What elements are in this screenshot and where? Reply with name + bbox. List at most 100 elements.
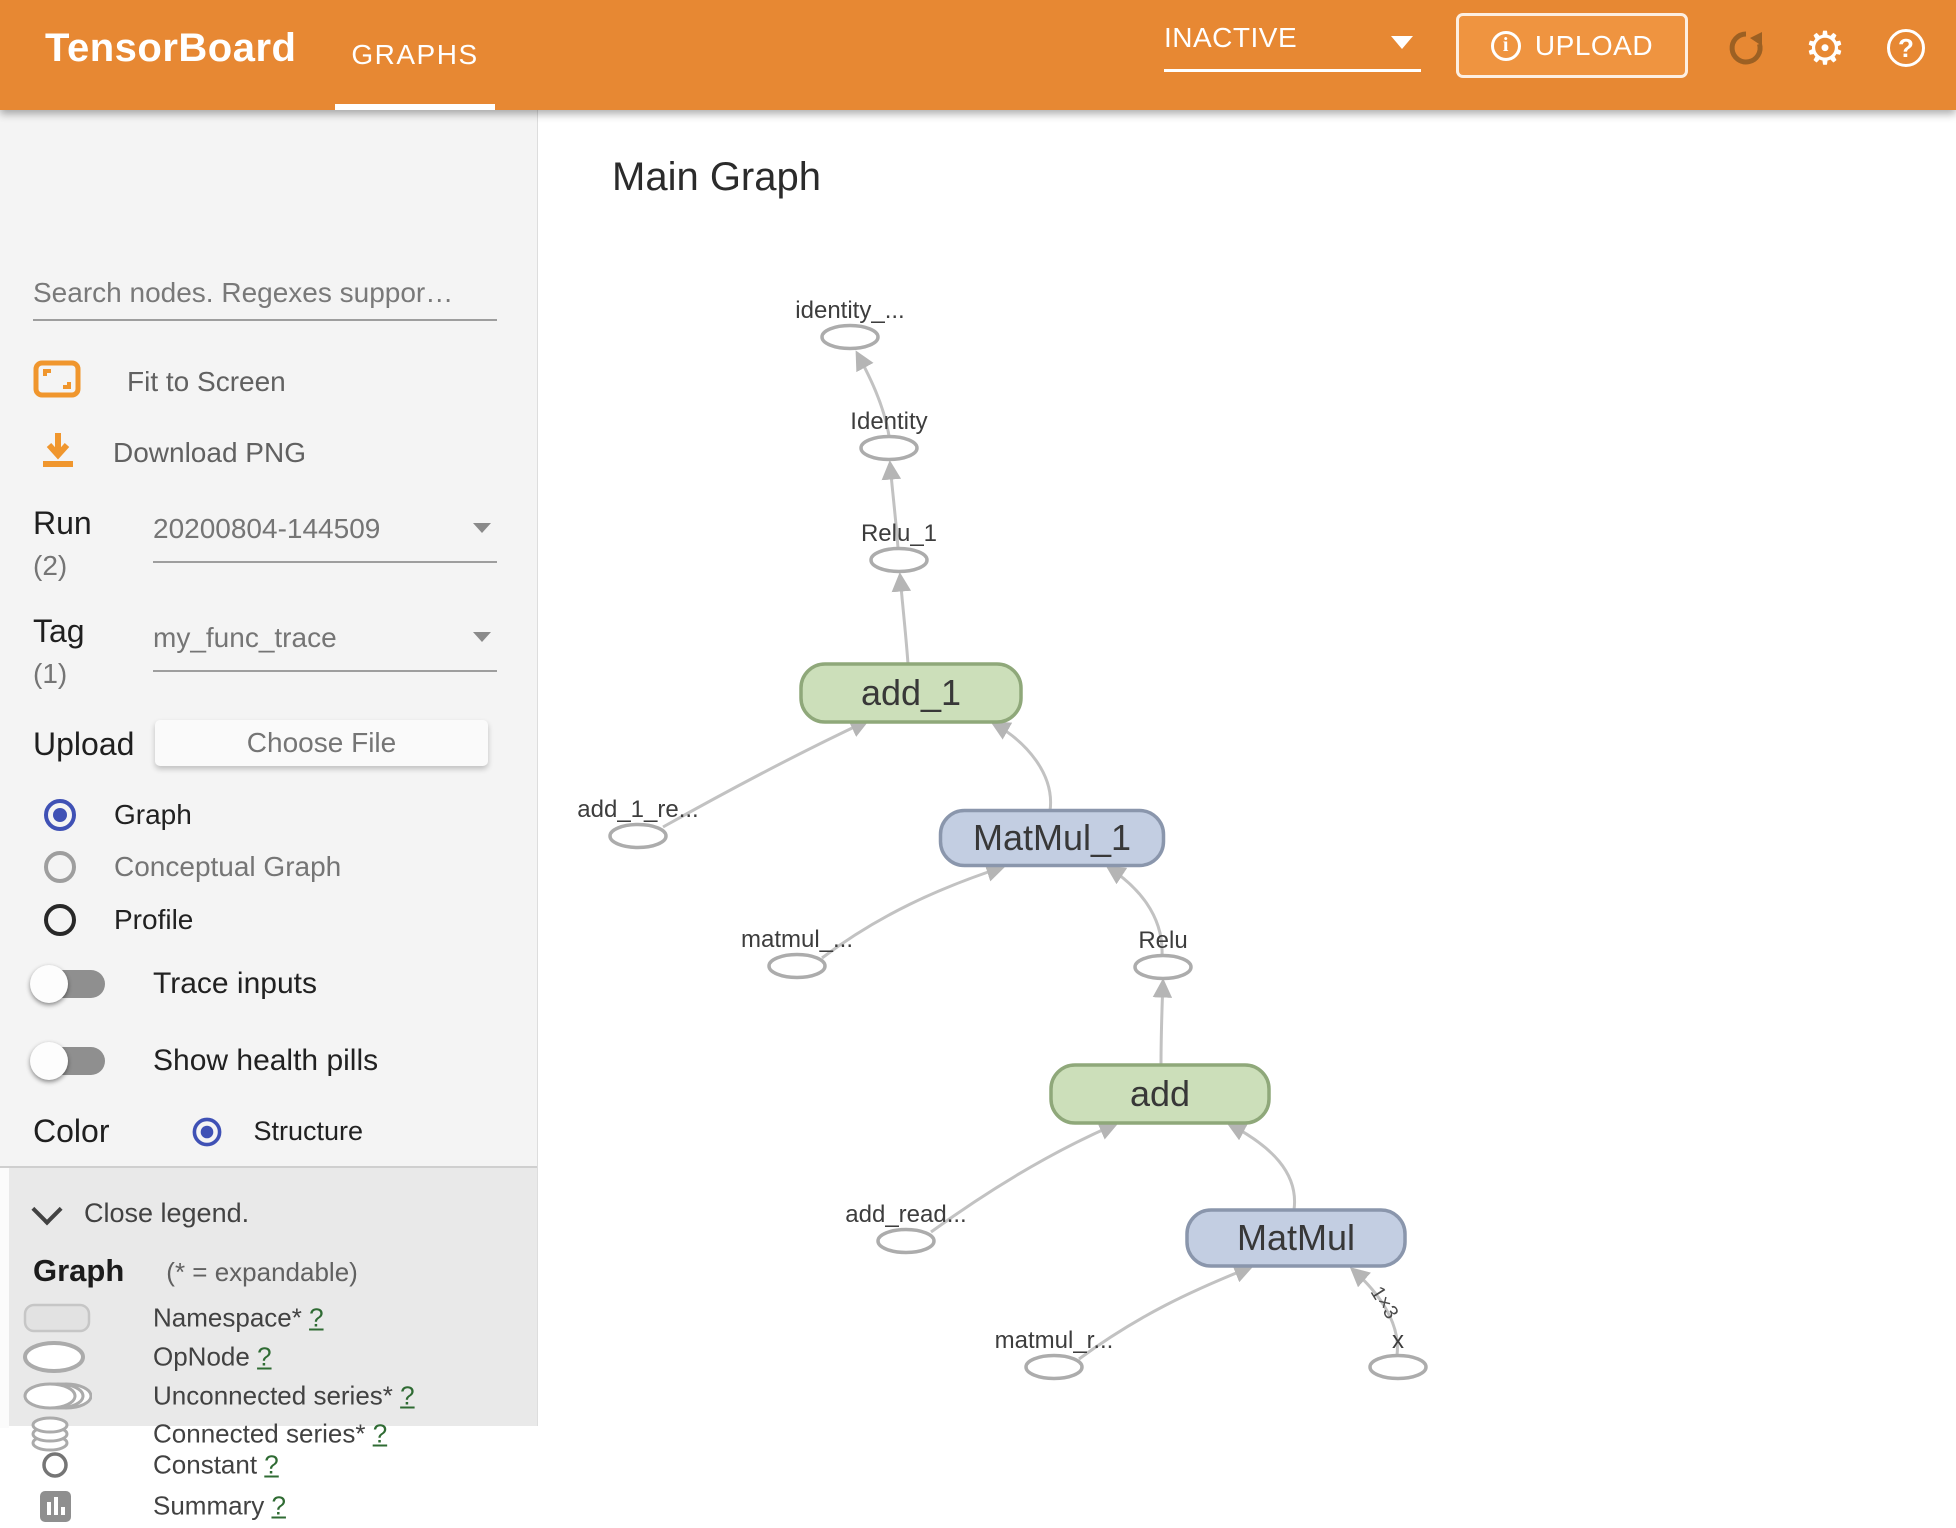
choose-file-button[interactable]: Choose File (155, 720, 488, 766)
upload-button-label: UPLOAD (1534, 29, 1654, 61)
help-link[interactable]: ? (400, 1380, 415, 1411)
namespace-icon (22, 1298, 92, 1338)
graph-node-add_read[interactable]: add_read... (845, 1201, 967, 1255)
upload-label: Upload (33, 726, 135, 762)
status-dropdown-value: INACTIVE (1164, 22, 1298, 53)
gear-icon[interactable]: ⚙ (1804, 22, 1846, 74)
toggle-off-icon (30, 1042, 105, 1080)
tag-label: Tag (33, 613, 85, 649)
legend-item: Namespace* ? (0, 1298, 537, 1338)
radio-unselected-icon (44, 904, 76, 936)
graph-node-x[interactable]: x (1368, 1327, 1428, 1381)
show-health-pills-toggle[interactable]: Show health pills (30, 1042, 378, 1080)
upload-button[interactable]: i UPLOAD (1456, 13, 1688, 78)
node-label: x (1392, 1327, 1404, 1354)
fit-to-screen-button[interactable]: Fit to Screen (33, 360, 286, 404)
edge-matmul_-to-MatMul_1[interactable] (821, 862, 1006, 960)
edge-Relu_1-to-Identity[interactable] (881, 460, 902, 549)
search-input[interactable] (33, 273, 497, 321)
graph-node-add_1_re[interactable]: add_1_re... (577, 796, 699, 850)
edge-MatMul-to-add[interactable] (1226, 1122, 1297, 1211)
graph-node-MatMul[interactable]: MatMul (1185, 1208, 1407, 1268)
tag-count: (1) (33, 658, 68, 689)
structure-label: Structure (253, 1116, 364, 1146)
edge-add_read-to-add[interactable] (930, 1121, 1119, 1234)
download-icon (41, 431, 75, 476)
graph-node-MatMul_1[interactable]: MatMul_1 (938, 808, 1166, 868)
node-label: add (1130, 1073, 1190, 1114)
run-label: Run (33, 505, 92, 541)
graph-node-Identity[interactable]: Identity (850, 408, 928, 462)
help-link[interactable]: ? (372, 1418, 388, 1449)
color-label: Color (33, 1113, 110, 1149)
chevron-down-icon (31, 1193, 63, 1225)
edge-Relu-to-MatMul_1[interactable] (1105, 865, 1164, 957)
help-link[interactable]: ? (264, 1449, 279, 1480)
tag-select[interactable]: my_func_trace (153, 622, 497, 672)
legend-item-label: Namespace* ? (153, 1302, 324, 1333)
node-label: add_read... (845, 1201, 966, 1228)
info-icon: i (1490, 30, 1521, 61)
help-link[interactable]: ? (309, 1302, 324, 1333)
node-label: Identity (850, 408, 927, 435)
node-label: matmul_... (741, 926, 853, 953)
graph-node-matmul_r[interactable]: matmul_r... (995, 1327, 1114, 1381)
fit-to-screen-label: Fit to Screen (127, 366, 286, 397)
radio-unselected-icon (44, 851, 76, 883)
legend-item: OpNode ? (0, 1337, 537, 1377)
toggle-off-icon (30, 965, 105, 1003)
edge-x-to-MatMul[interactable] (1349, 1267, 1399, 1356)
trace-inputs-toggle[interactable]: Trace inputs (30, 965, 317, 1003)
legend-item-label: Constant ? (153, 1449, 279, 1480)
graph-node-add_1[interactable]: add_1 (799, 662, 1023, 724)
help-icon[interactable]: ? (1882, 24, 1930, 72)
help-link[interactable]: ? (271, 1490, 286, 1521)
tag-select-value: my_func_trace (153, 622, 337, 653)
legend-item: Constant ? (0, 1445, 537, 1485)
node-label: matmul_r... (995, 1327, 1114, 1354)
refresh-icon[interactable] (1722, 24, 1770, 72)
sidebar-scrollbar[interactable] (0, 1168, 9, 1428)
run-count: (2) (33, 550, 68, 581)
legend-item-label: Summary ? (153, 1490, 286, 1521)
run-select-value: 20200804-144509 (153, 513, 381, 544)
graph-node-Relu_1[interactable]: Relu_1 (861, 520, 937, 574)
legend-heading-note: (* = expandable) (166, 1257, 358, 1287)
graph-node-matmul_[interactable]: matmul_... (741, 926, 853, 980)
graph-node-Relu[interactable]: Relu (1133, 927, 1193, 981)
legend-item: Summary ? (0, 1486, 537, 1526)
fit-to-screen-icon (33, 360, 81, 405)
edge-Identity-to-identity_out[interactable] (855, 350, 891, 437)
node-label: identity_... (795, 297, 904, 324)
radio-profile[interactable]: Profile (44, 904, 193, 936)
edge-add_1-to-Relu_1[interactable] (891, 572, 912, 665)
node-label: MatMul (1237, 1217, 1355, 1258)
radio-graph[interactable]: Graph (44, 799, 192, 831)
download-png-button[interactable]: Download PNG (33, 431, 306, 475)
edge-add-to-Relu[interactable] (1152, 978, 1173, 1066)
tab-active-underline (335, 104, 495, 110)
help-link[interactable]: ? (257, 1341, 272, 1372)
legend-item-label: OpNode ? (153, 1341, 272, 1372)
chevron-down-icon (473, 523, 491, 533)
radio-structure[interactable] (193, 1117, 222, 1146)
run-select[interactable]: 20200804-144509 (153, 513, 497, 563)
legend-panel: Close legend. Graph (* = expandable) Nam… (0, 1166, 537, 1522)
edge-add_1_re-to-add_1[interactable] (662, 719, 870, 829)
app-title: TensorBoard (45, 26, 297, 70)
tab-graphs[interactable]: GRAPHS (351, 39, 479, 70)
node-label: Relu (1138, 927, 1187, 954)
graph-canvas[interactable]: 1×3identity_...IdentityRelu_1add_1add_1_… (539, 110, 1956, 1426)
radio-conceptual-graph[interactable]: Conceptual Graph (44, 851, 341, 883)
status-dropdown[interactable]: INACTIVE (1164, 22, 1421, 72)
opnode-icon (22, 1337, 92, 1377)
edge-matmul_r-to-MatMul[interactable] (1078, 1264, 1254, 1361)
graph-node-add[interactable]: add (1049, 1063, 1271, 1125)
edge-MatMul_1-to-add_1[interactable] (990, 721, 1053, 812)
graph-node-identity_out[interactable]: identity_... (795, 297, 905, 351)
node-label: Relu_1 (861, 520, 937, 547)
close-legend-button[interactable]: Close legend. (31, 1193, 249, 1229)
app-header: TensorBoard GRAPHS INACTIVE i UPLOAD ⚙ ? (0, 0, 1956, 110)
legend-item-label: Unconnected series* ? (153, 1380, 415, 1411)
